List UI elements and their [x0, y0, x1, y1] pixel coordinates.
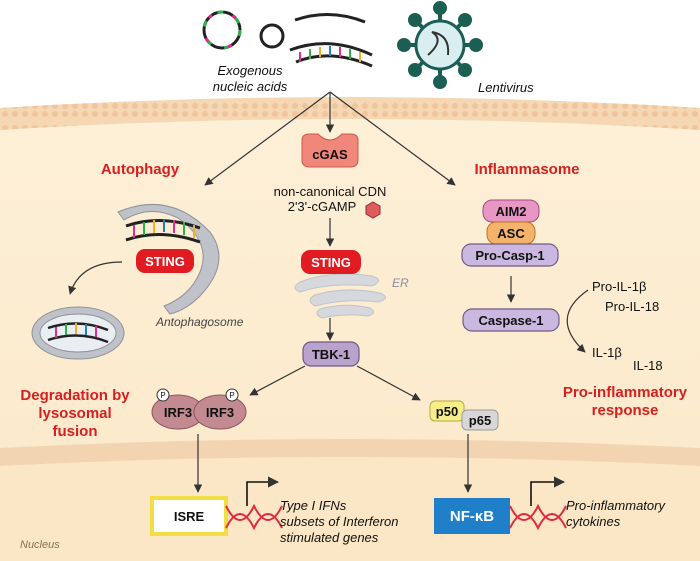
antophagosome-label: Antophagosome [155, 315, 244, 329]
pro-il18-label: Pro-IL-18 [605, 299, 659, 314]
cgas-label: cGAS [312, 147, 348, 162]
aim2-label: AIM2 [495, 204, 526, 219]
pro-il1b-label: Pro-IL-1β [592, 279, 646, 294]
p65-label: p65 [469, 413, 491, 428]
nucleus-label: Nucleus [20, 539, 60, 551]
isre-box [150, 496, 228, 536]
tbk1-pill [302, 341, 360, 367]
proinflammatory-response-2: response [592, 402, 659, 419]
asc-label: ASC [497, 226, 525, 241]
nfkb-transcription-arrow [530, 476, 566, 506]
phospho-a-label: P [160, 391, 165, 400]
exogenous-label-1: Exogenous [217, 63, 283, 78]
autophagy-dna-graphic [125, 218, 201, 244]
sting-autophagy-pill [136, 249, 194, 273]
arrow-to-inflammasome [329, 91, 456, 186]
p65-box [461, 409, 499, 431]
phospho-b-icon [225, 388, 239, 402]
ifn-text-1: Type I IFNs [280, 498, 347, 513]
proinflammatory-response-1: Pro-inflammatory [563, 384, 688, 401]
nfkb-dna-helix [509, 503, 567, 531]
cdn-label-1: non-canonical CDN [274, 184, 387, 199]
isre-label: ISRE [174, 509, 205, 524]
er-graphic [294, 273, 386, 319]
degradation-label-3: fusion [53, 423, 98, 440]
autophagosome-inner [39, 313, 117, 353]
cyto-text-2: cytokines [566, 514, 621, 529]
phospho-b-label: P [229, 391, 234, 400]
cgamp-icon [365, 201, 381, 219]
degradation-label-1: Degradation by [20, 387, 130, 404]
irf3-b-label: IRF3 [206, 405, 234, 420]
caspase-pill [462, 308, 560, 332]
exogenous-nucleic-acids-graphic [202, 10, 373, 68]
phospho-a-icon [156, 388, 170, 402]
plasma-membrane-beads [0, 97, 700, 130]
arrow-cleavage [566, 289, 589, 353]
cgas-shape [301, 133, 359, 168]
isre-dna-helix [225, 503, 283, 531]
irf3-b [193, 394, 247, 430]
er-label: ER [392, 276, 409, 290]
sting-autophagy-label: STING [145, 254, 185, 269]
ifn-text-3: stimulated genes [280, 530, 379, 545]
procasp-pill [461, 243, 559, 267]
il1b-label: IL-1β [592, 345, 622, 360]
cdn-label-2: 2'3'-cGAMP [288, 199, 357, 214]
arrow-to-autophagosome [68, 261, 123, 295]
isre-transcription-arrow [246, 476, 280, 506]
irf3-a-label: IRF3 [164, 405, 192, 420]
arrow-tbk1-to-irf3 [249, 365, 306, 396]
caspase-label: Caspase-1 [478, 313, 543, 328]
lentivirus-label: Lentivirus [478, 80, 534, 95]
autophagy-title: Autophagy [101, 161, 180, 178]
ifn-text-2: subsets of Interferon [280, 514, 399, 529]
arrow-to-autophagy [204, 91, 331, 186]
nfkb-label: NF-κB [450, 508, 494, 525]
lentivirus-icon [397, 1, 483, 89]
arrow-tbk1-to-p50p65 [356, 365, 421, 401]
degradation-label-2: lysosomal [38, 405, 111, 422]
sting-center-pill [301, 250, 361, 274]
tbk1-label: TBK-1 [312, 347, 350, 362]
sting-center-label: STING [311, 255, 351, 270]
exogenous-label-2: nucleic acids [213, 79, 288, 94]
il18-label: IL-18 [633, 358, 663, 373]
autophagosome-dna-graphic [47, 322, 109, 344]
procasp-label: Pro-Casp-1 [475, 248, 544, 263]
cyto-text-1: Pro-inflammatory [566, 498, 666, 513]
inflammasome-title: Inflammasome [474, 161, 579, 178]
nfkb-box [434, 498, 510, 534]
p50-label: p50 [436, 404, 458, 419]
